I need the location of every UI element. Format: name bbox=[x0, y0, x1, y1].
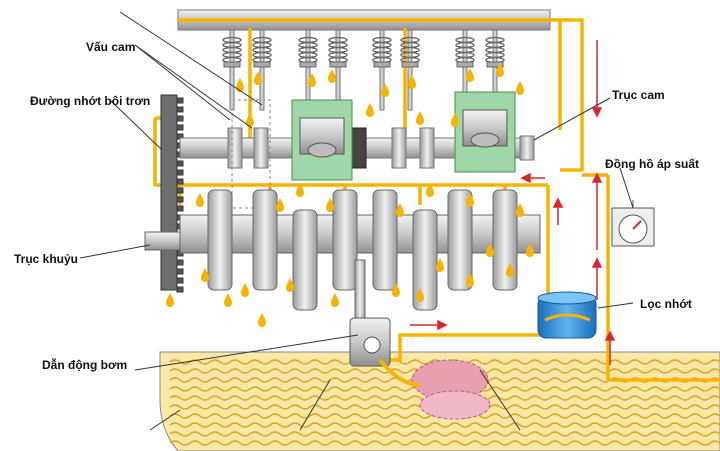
flow-arrow-icon bbox=[410, 40, 616, 365]
oil-strainer bbox=[378, 358, 491, 420]
label-crankshaft: Trục khuỷu bbox=[14, 252, 79, 266]
oil-filter bbox=[537, 291, 597, 339]
label-camshaft: Trục cam bbox=[612, 88, 665, 102]
piston-1 bbox=[291, 99, 353, 181]
label-oil-filter: Lọc nhớt bbox=[640, 297, 692, 311]
gauge-icon bbox=[611, 200, 655, 247]
crankshaft bbox=[144, 189, 541, 311]
label-oil-gallery: Đường nhớt bôi trơn bbox=[30, 94, 151, 108]
oil-pump bbox=[349, 259, 391, 367]
label-pressure-gauge: Đồng hồ áp suất bbox=[605, 157, 699, 171]
camshaft bbox=[179, 99, 535, 209]
label-cam-lobes: Vấu cam bbox=[86, 40, 136, 54]
leader-lines bbox=[79, 11, 634, 431]
piston-2 bbox=[454, 91, 516, 173]
timing-gear bbox=[160, 94, 184, 293]
label-pump-drive: Dẫn động bơm bbox=[42, 358, 128, 372]
